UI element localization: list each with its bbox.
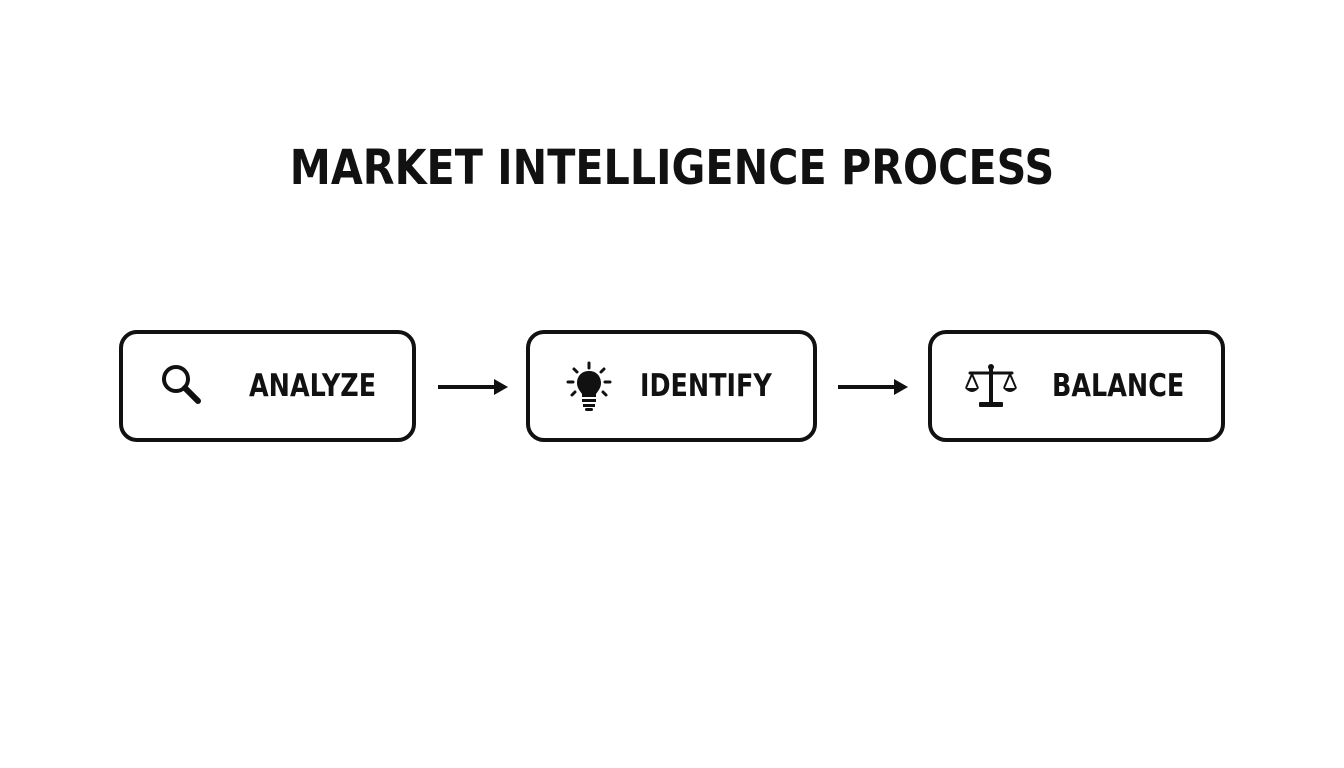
step-identify-box: IDENTIFY xyxy=(526,330,817,442)
step-balance-box: BALANCE xyxy=(928,330,1225,442)
lightbulb-icon xyxy=(560,357,618,415)
step-label-analyze: ANALYZE xyxy=(249,368,377,404)
diagram-title: MARKET INTELLIGENCE PROCESS xyxy=(289,140,1055,196)
flow-arrow-2 xyxy=(836,376,912,398)
step-label-identify: IDENTIFY xyxy=(640,368,772,404)
flow-arrow-1 xyxy=(436,376,512,398)
balance-scale-icon xyxy=(962,357,1020,415)
step-analyze-box: ANALYZE xyxy=(119,330,416,442)
magnifying-glass-icon xyxy=(153,357,211,415)
step-label-balance: BALANCE xyxy=(1052,368,1185,404)
